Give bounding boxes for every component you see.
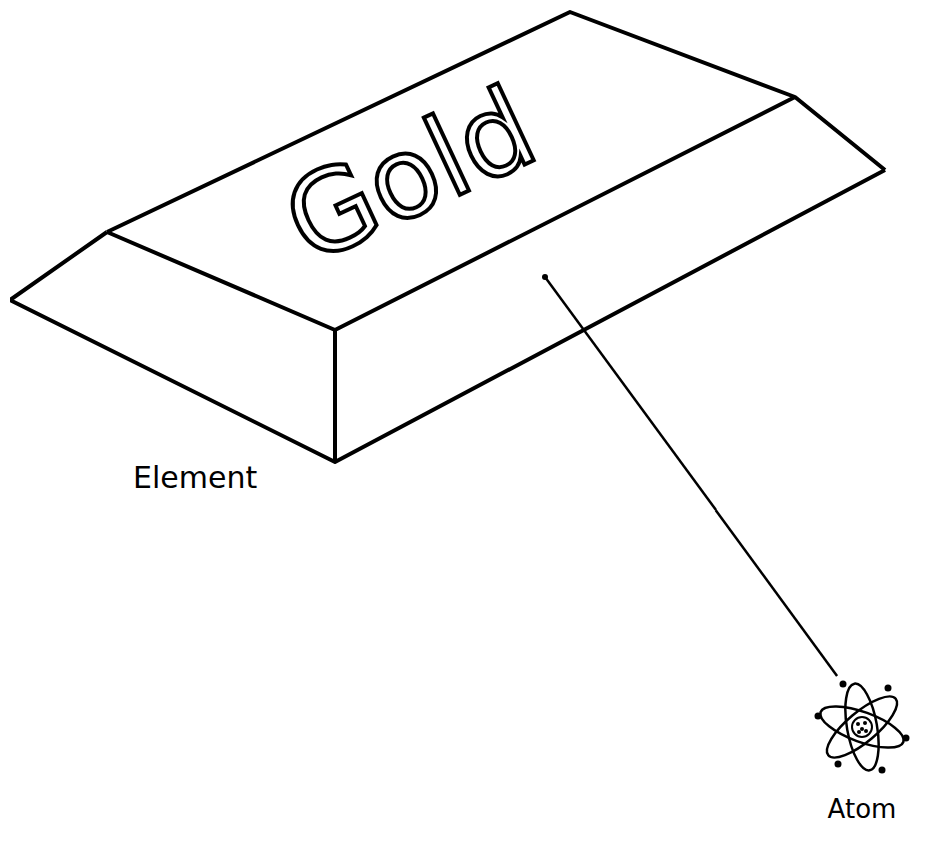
electron: [815, 713, 822, 720]
electron: [903, 735, 910, 742]
electron-orbit: [840, 681, 885, 773]
bar-inscription: Gold: [266, 62, 554, 289]
leader-line: [716, 510, 838, 676]
electron-orbit: [819, 687, 906, 767]
atom-symbol: Atom: [808, 676, 920, 834]
nucleon: [856, 722, 860, 726]
nucleon: [857, 730, 861, 734]
atom-label: Atom: [828, 794, 897, 824]
electron-orbit: [816, 698, 909, 756]
gold-bar: GoldElement: [10, 10, 890, 510]
electron: [879, 767, 886, 774]
bar-edge: [333, 330, 337, 462]
nucleon: [864, 729, 868, 733]
element-label: Element: [133, 460, 257, 495]
leader-line: [545, 277, 716, 510]
electron: [835, 761, 842, 768]
electron: [885, 685, 892, 692]
nucleus: [852, 717, 872, 737]
nucleon: [863, 721, 867, 725]
atom-icon: [808, 676, 920, 786]
nucleon: [860, 727, 864, 731]
electron: [840, 681, 847, 688]
